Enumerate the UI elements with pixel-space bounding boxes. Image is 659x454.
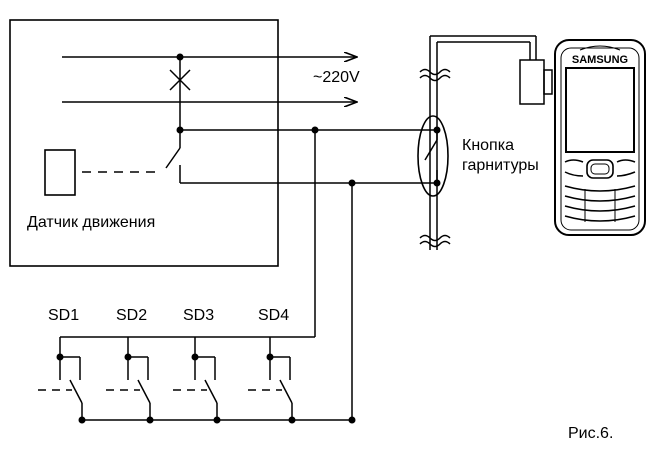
switch-sd4: SD4 — [248, 307, 296, 424]
junction-dot — [288, 416, 296, 424]
switch-label: SD4 — [258, 307, 289, 324]
switch-sd1: SD1 — [38, 307, 86, 424]
voltage-label: ~220V — [313, 69, 360, 86]
sensor-enclosure — [9, 19, 279, 267]
switch-array — [60, 336, 356, 424]
bus-wires — [311, 126, 356, 420]
headset-button-label-line2: гарнитуры — [462, 157, 539, 174]
switch-sd2: SD2 — [106, 307, 154, 424]
headset-cable — [419, 35, 553, 250]
switch-sd3: SD3 — [173, 307, 221, 424]
headset-button-label-line1: Кнопка — [462, 137, 514, 154]
sensor-relay-contact — [165, 126, 440, 184]
phone-brand: SAMSUNG — [572, 54, 628, 66]
junction-dot — [78, 416, 86, 424]
mobile-phone: SAMSUNG — [554, 39, 646, 236]
motion-sensor-label: Датчик движения — [27, 214, 155, 231]
junction-dot — [146, 416, 154, 424]
headset-button — [417, 115, 449, 197]
junction-dot — [213, 416, 221, 424]
phone-nav-key — [586, 159, 614, 179]
switch-label: SD3 — [183, 307, 214, 324]
switch-label: SD2 — [116, 307, 147, 324]
motion-sensor-block — [44, 149, 76, 196]
phone-screen — [565, 67, 635, 153]
figure-caption: Рис.6. — [568, 425, 613, 442]
switch-label: SD1 — [48, 307, 79, 324]
mains-lines — [62, 54, 357, 130]
